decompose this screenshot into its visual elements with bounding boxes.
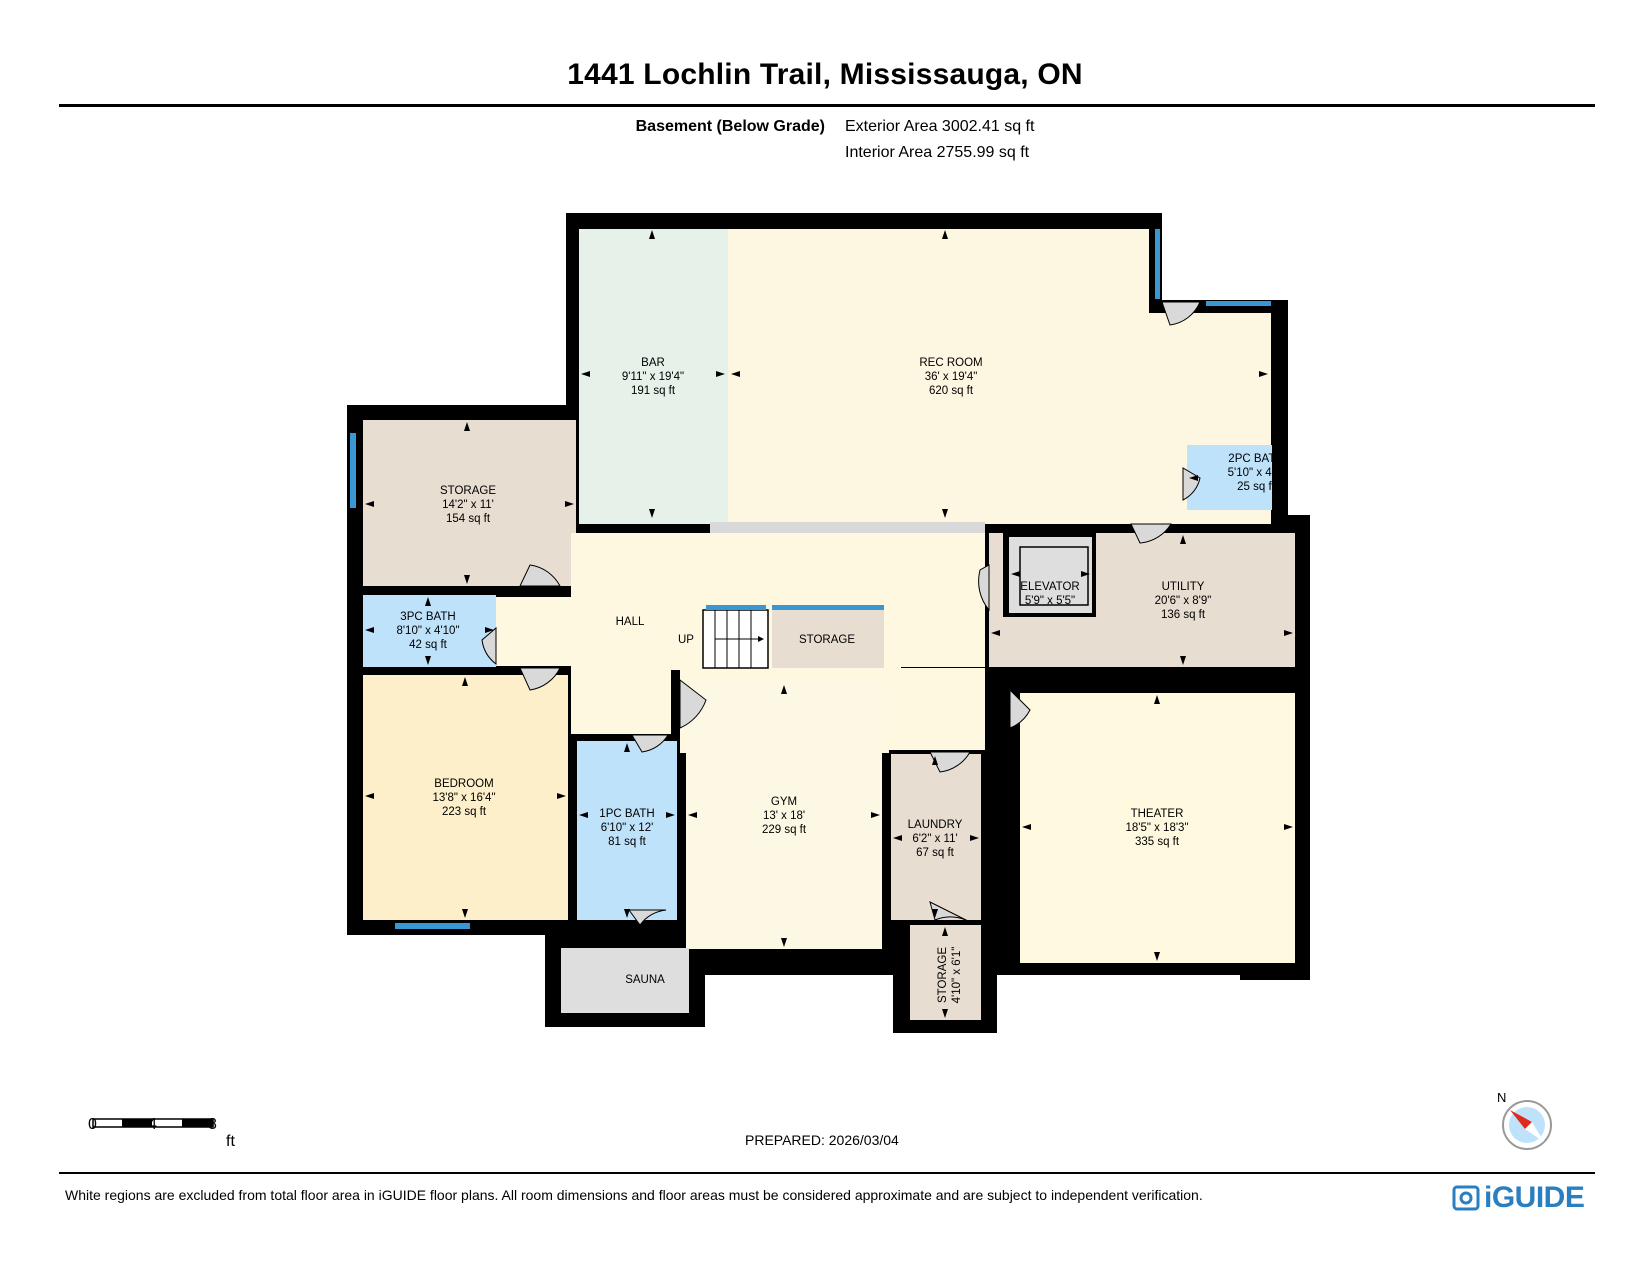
gym-area: 229 sq ft xyxy=(762,824,807,836)
iguide-logo: iGUIDE xyxy=(1452,1181,1585,1214)
bar-area: 191 sq ft xyxy=(631,385,676,397)
prepared-date: PREPARED: 2026/03/04 xyxy=(745,1132,899,1148)
bedroom-area: 223 sq ft xyxy=(442,806,487,818)
bar-name: BAR xyxy=(641,357,665,369)
laundry-area: 67 sq ft xyxy=(916,847,955,859)
compass-north-label: N xyxy=(1497,1090,1507,1105)
storage-upper-name: STORAGE xyxy=(440,485,496,497)
rec-room-name: REC ROOM xyxy=(919,357,982,369)
room-rec-room[interactable] xyxy=(728,229,1271,524)
utility-name: UTILITY xyxy=(1162,581,1205,593)
windows xyxy=(350,229,1271,929)
room-theater[interactable] xyxy=(1020,693,1295,963)
2pc-bath-name: 2PC BATH xyxy=(1228,453,1283,465)
hall-name: HALL xyxy=(616,616,645,628)
stairs-label: UP xyxy=(678,634,694,646)
scale-tick-0: 0 xyxy=(88,1116,97,1133)
bedroom-name: BEDROOM xyxy=(434,778,493,790)
1pc-bath-name: 1PC BATH xyxy=(599,808,654,820)
room-bar[interactable] xyxy=(579,229,728,524)
room-gym[interactable] xyxy=(686,683,882,949)
storage-small-name: STORAGE xyxy=(937,947,949,1003)
2pc-bath-area: 25 sq ft xyxy=(1237,481,1276,493)
room-3pc-bath[interactable] xyxy=(363,595,496,667)
room-bedroom[interactable] xyxy=(363,675,568,920)
rec-room-area: 620 sq ft xyxy=(929,385,974,397)
theater-dims: 18'5" x 18'3" xyxy=(1125,822,1188,834)
footer-divider xyxy=(59,1172,1595,1174)
gym-name: GYM xyxy=(771,796,797,808)
theater-area: 335 sq ft xyxy=(1135,836,1180,848)
floor-name: Basement (Below Grade) xyxy=(635,118,825,135)
interior-area: Interior Area 2755.99 sq ft xyxy=(845,144,1030,161)
disclaimer: White regions are excluded from total fl… xyxy=(65,1187,1203,1203)
iguide-logo-text: iGUIDE xyxy=(1484,1181,1585,1214)
exterior-area: Exterior Area 3002.41 sq ft xyxy=(845,118,1035,135)
scale-tick-4: 4 xyxy=(148,1116,157,1133)
doors xyxy=(481,301,1201,926)
storage-upper-dims: 14'2" x 11' xyxy=(442,499,494,511)
scale-unit: ft xyxy=(226,1133,235,1150)
elevator-dims: 5'9" x 5'5" xyxy=(1025,595,1075,607)
theater-name: THEATER xyxy=(1131,808,1184,820)
stairs[interactable] xyxy=(702,609,769,669)
scale-bar xyxy=(92,1118,214,1128)
3pc-bath-dims: 8'10" x 4'10" xyxy=(396,625,459,637)
header-divider xyxy=(59,104,1595,107)
utility-dims: 20'6" x 8'9" xyxy=(1155,595,1212,607)
laundry-name: LAUNDRY xyxy=(908,819,963,831)
1pc-bath-area: 81 sq ft xyxy=(608,836,647,848)
bedroom-dims: 13'8" x 16'4" xyxy=(432,792,495,804)
room-storage-stair[interactable] xyxy=(772,610,884,668)
3pc-bath-name: 3PC BATH xyxy=(400,611,455,623)
gym-dims: 13' x 18' xyxy=(763,810,805,822)
storage-upper-area: 154 sq ft xyxy=(446,513,491,525)
openings xyxy=(710,522,985,533)
rec-room-dims: 36' x 19'4" xyxy=(925,371,978,383)
sauna-name: SAUNA xyxy=(625,974,665,986)
storage-small-dims: 4'10" x 6'1" xyxy=(951,947,963,1004)
bar-dims: 9'11" x 19'4" xyxy=(622,371,684,383)
dimension-arrows xyxy=(365,230,1293,1018)
room-1pc-bath[interactable] xyxy=(577,741,677,920)
utility-area: 136 sq ft xyxy=(1161,609,1206,621)
compass-icon xyxy=(1502,1100,1552,1150)
1pc-bath-dims: 6'10" x 12' xyxy=(601,822,654,834)
room-2pc-bath[interactable] xyxy=(1187,445,1272,510)
laundry-dims: 6'2" x 11' xyxy=(912,833,957,845)
2pc-bath-dims: 5'10" x 4'4" xyxy=(1228,467,1285,479)
storage-stair-name: STORAGE xyxy=(799,634,855,646)
room-laundry[interactable] xyxy=(891,754,981,920)
room-storage-small[interactable] xyxy=(910,925,981,1020)
iguide-logo-icon xyxy=(1452,1185,1480,1211)
3pc-bath-area: 42 sq ft xyxy=(409,639,448,651)
room-sauna[interactable] xyxy=(561,948,689,1013)
room-storage-upper[interactable] xyxy=(363,420,576,586)
scale-tick-8: 8 xyxy=(208,1116,217,1133)
elevator-name: ELEVATOR xyxy=(1020,581,1079,593)
page-title: 1441 Lochlin Trail, Mississauga, ON xyxy=(567,58,1083,91)
